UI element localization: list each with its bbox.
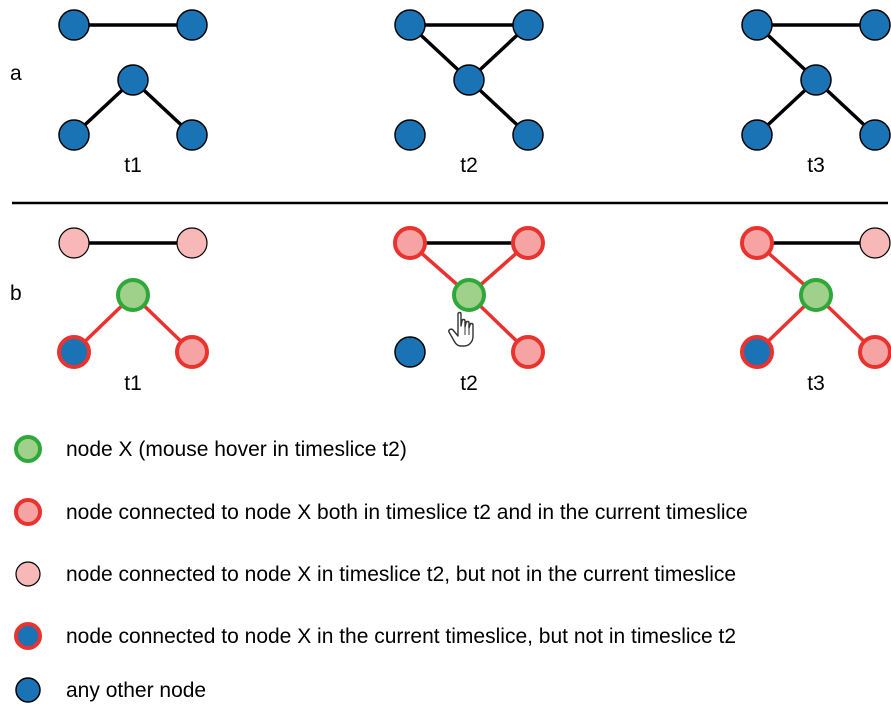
node [58,119,90,151]
node [858,335,891,369]
node [58,9,90,41]
legend-text: node connected to node X in the current … [66,625,736,648]
node [57,335,91,369]
panel-a-t1-label: t1 [124,154,142,177]
panel-b-t1-label: t1 [124,372,142,395]
panel-a-t1-graph: t1 [58,9,208,177]
legend-swatch-green [14,435,42,463]
legend-swatch-blue [15,677,41,703]
panel-b-t2-graph: t2 [393,226,545,395]
node-x [116,278,150,312]
panel-a: a t1 t2 [10,9,891,177]
node [512,119,544,151]
panel-b: b t1 [10,226,891,395]
node [800,64,832,96]
legend-item-connected-t2-only: node connected to node X in timeslice t2… [15,561,736,587]
panel-a-t3-label: t3 [807,154,825,177]
panel-b-t2-label: t2 [460,372,478,395]
node-x[interactable] [452,278,486,312]
node [859,227,891,259]
node [394,9,426,41]
panel-a-t2-graph: t2 [394,9,544,177]
node [512,9,544,41]
legend-text: node connected to node X both in timesli… [66,501,748,524]
legend-text: any other node [66,679,206,702]
node-x [799,278,833,312]
node [859,119,891,151]
panel-b-label: b [10,282,22,305]
node [453,64,485,96]
node [740,335,774,369]
legend-item-connected-both: node connected to node X both in timesli… [14,498,748,526]
hand-pointer-icon [448,311,474,347]
panel-a-t2-label: t2 [460,154,478,177]
panel-b-t3-label: t3 [807,372,825,395]
node [176,227,208,259]
panel-b-t1-graph: t1 [57,227,209,395]
node [117,64,149,96]
node [741,119,773,151]
legend-swatch-bluered [14,622,42,650]
panel-a-t3-graph: t3 [741,9,891,177]
node [511,335,545,369]
legend-item-connected-current-only: node connected to node X in the current … [14,622,736,650]
panel-b-t3-graph: t3 [740,226,891,395]
node [176,119,208,151]
node [175,335,209,369]
node [393,226,427,260]
node [176,9,208,41]
node [740,226,774,260]
legend-text: node connected to node X in timeslice t2… [66,563,736,586]
node [741,9,773,41]
panel-a-label: a [10,62,22,85]
node [511,226,545,260]
legend-swatch-pinkred [14,498,42,526]
legend-swatch-pink [15,561,41,587]
legend-item-node-x: node X (mouse hover in timeslice t2) [14,435,407,463]
node [394,336,426,368]
legend: node X (mouse hover in timeslice t2) nod… [14,435,748,703]
node [58,227,90,259]
node [394,119,426,151]
legend-text: node X (mouse hover in timeslice t2) [66,438,407,461]
node [859,9,891,41]
legend-item-other-node: any other node [15,677,206,703]
